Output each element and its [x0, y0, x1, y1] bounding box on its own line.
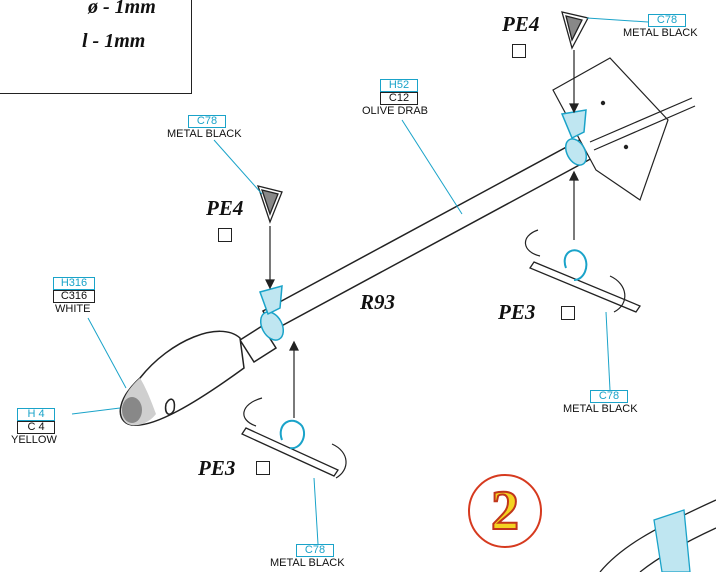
spec-box: [0, 0, 192, 94]
pe3-part-right: [529, 249, 641, 313]
paint-name: YELLOW: [11, 434, 57, 446]
fold-icon: [256, 461, 270, 475]
paint-c-code: C12: [380, 92, 418, 105]
paint-code: C78: [188, 115, 226, 128]
spec-diameter: ø - 1mm: [88, 0, 156, 18]
pe4-part-top: [561, 11, 589, 50]
pe4-part-left: [257, 185, 283, 224]
paint-h-code: H 4: [17, 408, 55, 421]
paint-name: METAL BLACK: [563, 403, 638, 415]
fold-icon: [512, 44, 526, 58]
part-label-pe4: PE4: [502, 12, 540, 36]
paint-h-code: H316: [53, 277, 95, 290]
clamp-front: [259, 284, 285, 341]
paint-name: METAL BLACK: [270, 557, 345, 569]
assembly-arrows: [265, 50, 579, 418]
paint-code: C78: [590, 390, 628, 403]
paint-c-code: C 4: [17, 421, 55, 434]
rod: [261, 135, 598, 332]
paint-name: METAL BLACK: [167, 128, 242, 140]
paint-h-code: H52: [380, 79, 418, 92]
part-label-r93: R93: [360, 290, 396, 314]
paint-name: METAL BLACK: [623, 27, 698, 39]
paint-name: OLIVE DRAB: [362, 105, 429, 117]
next-step-preview: [599, 499, 716, 572]
fold-icon: [218, 228, 232, 242]
paint-name: WHITE: [55, 303, 91, 315]
pe3-part-left: [241, 419, 339, 477]
step-number: 2: [468, 474, 542, 548]
part-label-pe4: PE4: [206, 196, 244, 220]
tail-fins: [552, 57, 696, 201]
rotate-arrows: [243, 229, 626, 479]
paint-code: C78: [296, 544, 334, 557]
leader-lines: [71, 17, 649, 545]
paint-c-code: C316: [53, 290, 95, 303]
spec-length: l - 1mm: [82, 30, 146, 52]
clamp-rear: [560, 109, 588, 166]
paint-code: C78: [648, 14, 686, 27]
part-label-pe3: PE3: [198, 456, 236, 480]
fold-icon: [561, 306, 575, 320]
part-label-pe3: PE3: [498, 300, 536, 324]
warhead: [119, 324, 278, 426]
